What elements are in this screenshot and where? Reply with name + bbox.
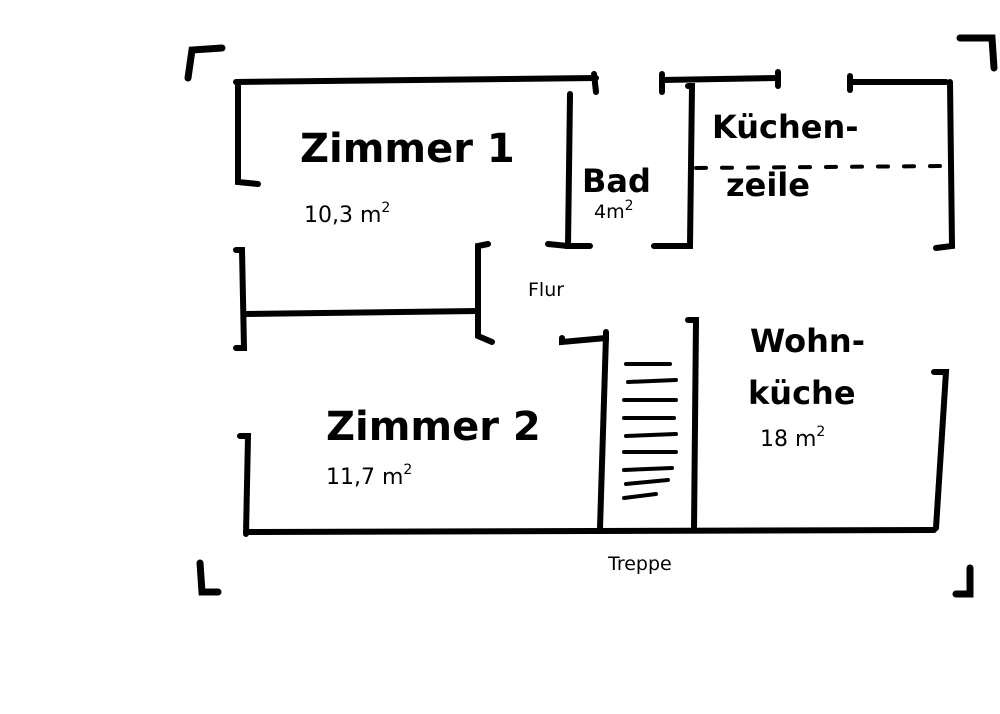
kuechenzeile-counter-line <box>694 164 946 170</box>
wall-bottom <box>243 527 937 535</box>
wall-stair-left <box>597 333 609 531</box>
area-label-zimmer2: 11,7 m2 <box>326 462 412 490</box>
wall-bad-top-tick <box>591 71 599 95</box>
room-label-kuechenzeile-line1: Küchen- <box>712 108 859 146</box>
area-label-wohnkueche: 18 m2 <box>760 424 825 452</box>
wall-zimmer1-left-upper <box>235 79 261 187</box>
stair-step <box>622 466 674 472</box>
corner-mark-bottom-left <box>196 559 222 596</box>
area-label-bad: 4m2 <box>594 198 634 223</box>
wall-zimmer2-left <box>237 433 252 537</box>
corner-mark-top-right <box>956 34 998 72</box>
area-label-zimmer1: 10,3 m2 <box>304 200 390 228</box>
wall-zimmer1-top <box>233 75 599 85</box>
wall-zimmer2-top-tick <box>559 329 609 346</box>
wall-zimmer1-left-lower <box>233 247 248 351</box>
room-label-zimmer2: Zimmer 2 <box>326 404 541 450</box>
corner-mark-top-left <box>184 44 226 82</box>
room-label-wohnkueche-line2: küche <box>748 374 856 412</box>
room-label-zimmer1: Zimmer 1 <box>300 126 515 172</box>
wall-bad-bottom-left <box>545 241 571 249</box>
wall-bad-right <box>651 83 696 249</box>
room-label-bad: Bad <box>582 162 651 200</box>
wall-kueche-right <box>933 79 956 251</box>
wall-zimmer1-right <box>475 241 495 345</box>
stair-step <box>626 378 678 384</box>
room-label-treppe: Treppe <box>607 553 672 575</box>
stair-step <box>622 492 658 500</box>
wall-kueche-top-left <box>659 75 781 83</box>
wall-stair-right <box>685 317 700 533</box>
room-label-flur: Flur <box>528 279 564 301</box>
stair-step <box>624 432 678 438</box>
corner-mark-bottom-right <box>952 564 974 598</box>
room-labels: Zimmer 1 10,3 m2 Bad 4m2 Küchen- zeile F… <box>300 108 865 575</box>
corner-marks <box>184 34 998 598</box>
wall-zimmer1-bottom <box>241 308 481 317</box>
stair-step <box>624 478 670 486</box>
room-label-kuechenzeile-line2: zeile <box>726 166 810 204</box>
staircase <box>622 362 678 500</box>
walls <box>233 69 956 537</box>
wall-wohnkueche-right <box>931 369 950 531</box>
room-label-wohnkueche-line1: Wohn- <box>750 322 865 360</box>
